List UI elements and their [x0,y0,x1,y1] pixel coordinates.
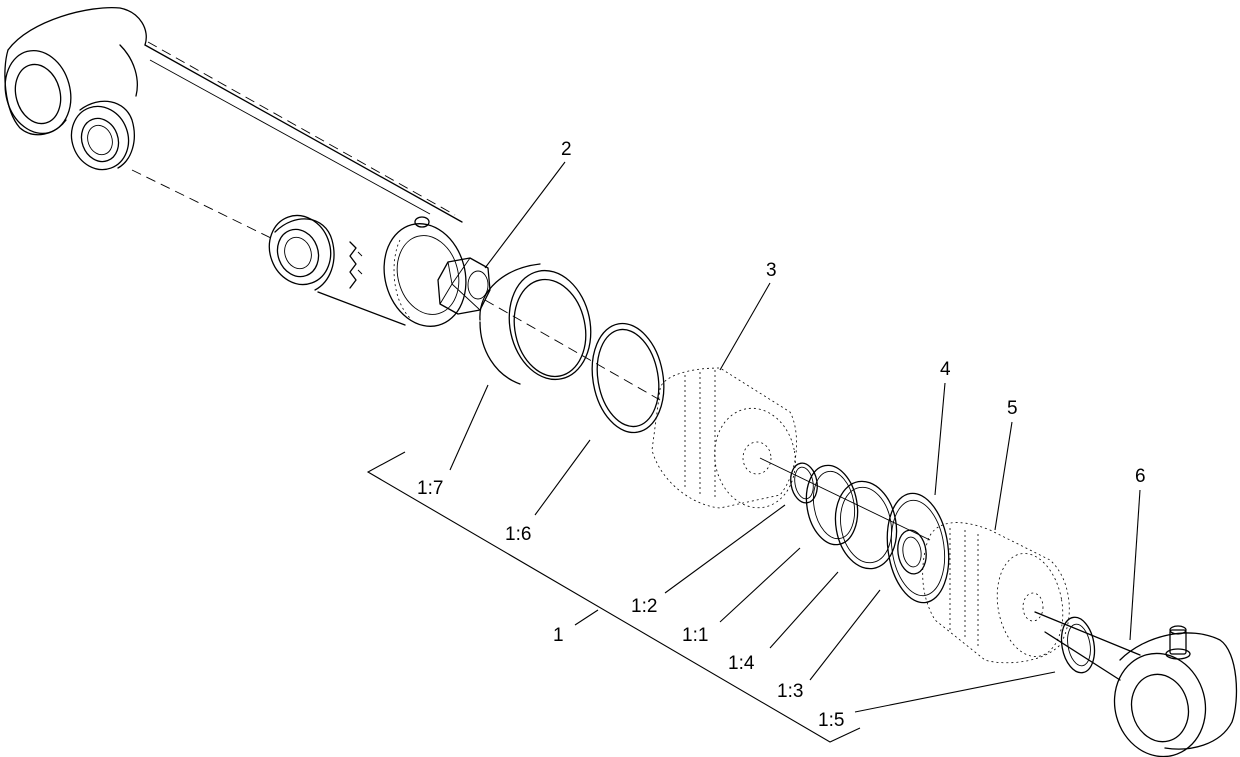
kit-bracket [366,451,861,743]
o-ring-part-1-6 [591,322,665,434]
callout-2: 2 [561,139,572,160]
callout-3: 3 [766,260,777,281]
callout-1-7: 1:7 [417,478,443,499]
washer-part-4 [886,492,950,604]
wear-band-part-1-7 [479,263,661,401]
gland-part-5 [922,522,1070,664]
callout-5: 5 [1007,398,1018,419]
callout-1: 1 [553,625,564,646]
seal-part-1-4 [834,480,898,570]
seal-part-1-2 [790,462,818,504]
callout-1-2: 1:2 [631,596,657,617]
leader-lines [449,161,1141,713]
callout-1-6: 1:6 [505,524,531,545]
callout-1-5: 1:5 [818,710,844,731]
callout-1-1: 1:1 [682,625,708,646]
callout-1-3: 1:3 [777,681,803,702]
callout-6: 6 [1135,466,1146,487]
cylinder-barrel [4,6,467,327]
piston-part-3 [651,367,797,509]
seal-part-1-1 [805,464,859,546]
callout-1-4: 1:4 [728,653,755,674]
nut-part-2 [437,257,491,315]
rod-end-part-6 [1034,611,1238,757]
callout-4: 4 [940,359,951,380]
